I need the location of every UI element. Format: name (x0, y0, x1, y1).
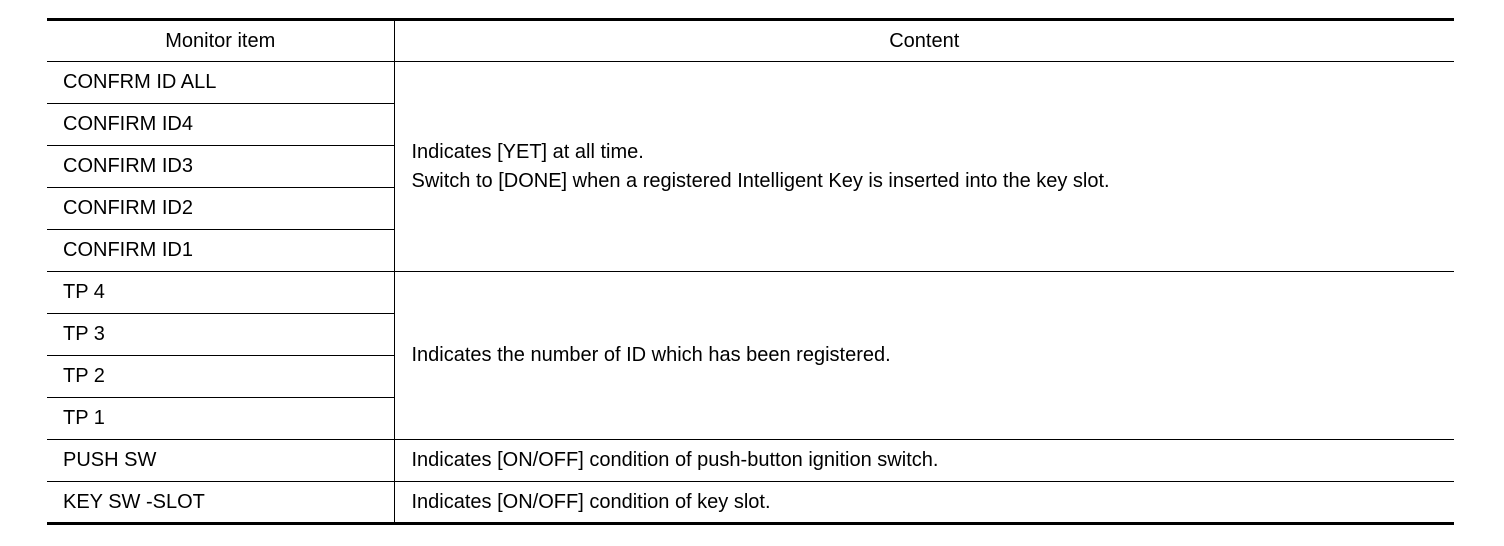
content-line: Switch to [DONE] when a registered Intel… (411, 169, 1110, 192)
monitor-item-cell: TP 4 (47, 271, 395, 314)
table-row: CONFIRM ID3 (47, 145, 1454, 188)
content-line: Indicates [ON/OFF] condition of push-but… (411, 449, 939, 471)
column-header-content: Content (394, 19, 1454, 62)
content-cell: Indicates the number of ID which has bee… (394, 271, 1454, 440)
monitor-item-table: Monitor item Content CONFRM ID ALL Indic… (47, 18, 1454, 525)
monitor-item-cell: CONFIRM ID4 (47, 103, 395, 146)
table-row: CONFIRM ID4 (47, 103, 1454, 146)
table-row: CONFIRM ID1 (47, 229, 1454, 272)
monitor-item-cell: TP 1 (47, 397, 395, 440)
content-cell: Indicates [ON/OFF] condition of push-but… (394, 439, 1454, 482)
table-row: KEY SW -SLOT Indicates [ON/OFF] conditio… (47, 481, 1454, 524)
monitor-item-cell: KEY SW -SLOT (47, 481, 395, 524)
monitor-item-cell: TP 3 (47, 313, 395, 356)
column-header-monitor-item: Monitor item (47, 19, 395, 62)
table-row: TP 2 (47, 355, 1454, 398)
content-line: Indicates [YET] at all time. (411, 140, 644, 163)
monitor-item-cell: PUSH SW (47, 439, 395, 482)
monitor-item-cell: CONFIRM ID3 (47, 145, 395, 188)
content-cell: Indicates [YET] at all time. Switch to [… (394, 61, 1454, 272)
content-line: Indicates the number of ID which has bee… (411, 344, 891, 366)
monitor-item-cell: CONFIRM ID2 (47, 187, 395, 230)
table-row: TP 4 Indicates the number of ID which ha… (47, 271, 1454, 440)
content-line: Indicates [ON/OFF] condition of key slot… (411, 490, 771, 513)
table-row: TP 1 (47, 397, 1454, 440)
table-row: PUSH SW Indicates [ON/OFF] condition of … (47, 439, 1454, 482)
monitor-item-cell: CONFRM ID ALL (47, 61, 395, 104)
monitor-item-cell: TP 2 (47, 355, 395, 398)
monitor-item-cell: CONFIRM ID1 (47, 229, 395, 272)
content-cell: Indicates [ON/OFF] condition of key slot… (394, 482, 1454, 524)
table-row: CONFIRM ID2 (47, 187, 1454, 230)
table-row: CONFRM ID ALL Indicates [YET] at all tim… (47, 61, 1454, 272)
table-row: TP 3 (47, 313, 1454, 356)
table-header-row: Monitor item Content (47, 19, 1454, 62)
